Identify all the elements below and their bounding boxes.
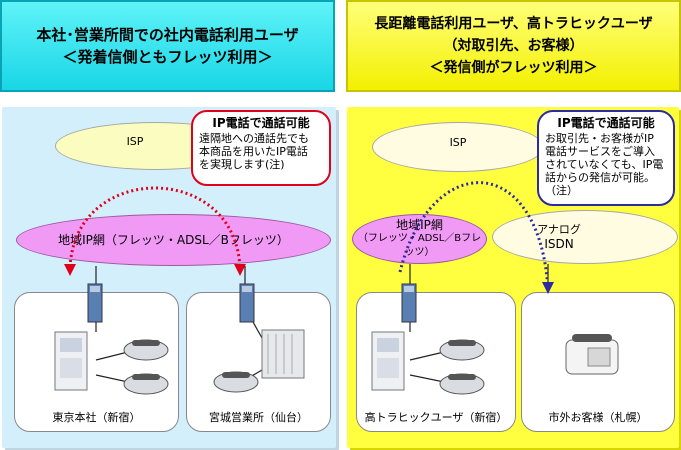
left-header-line2: ＜発着信側ともフレッツ利用＞ <box>62 46 272 68</box>
left-site1-label: 東京本社（新宿） <box>15 409 178 425</box>
left-network-label: 地域IP網（フレッツ・ADSL／Bフレッツ） <box>58 233 289 247</box>
left-isp-label: ISP <box>127 135 144 149</box>
left-header-line1: 本社･営業所間での社内電話利用ユーザ <box>36 24 298 46</box>
right-callout-title: IP電話で通話可能 <box>545 117 667 130</box>
right-isp-cloud: ISP <box>372 122 544 172</box>
analog-isdn-ellipse: アナログ ISDN <box>492 210 678 264</box>
right-site1-label: 高トラヒックユーザ（新宿） <box>357 409 515 425</box>
right-network-label2: （フレッツ・ADSL／Bフレッツ） <box>353 232 486 260</box>
right-callout-body: お取引先・お客様がIP 電話サービスをご導入 されていなくても、IP電 話からの… <box>545 132 667 197</box>
left-site-miyagi: 宮城営業所（仙台） <box>186 292 331 432</box>
left-callout-body: 遠隔地への通話先でも 本商品を用いたIP電話 を実現します(注) <box>199 132 323 171</box>
left-site-tokyo: 東京本社（新宿） <box>14 292 179 432</box>
right-header-line3: ＜発信側がフレッツ利用＞ <box>430 57 598 79</box>
right-site-customer: 市外お客様（札幌） <box>521 292 675 432</box>
right-isp-label: ISP <box>450 136 467 150</box>
right-network-ellipse: 地域IP網 （フレッツ・ADSL／Bフレッツ） <box>352 214 487 264</box>
right-network-label1: 地域IP網 <box>396 218 443 232</box>
left-header: 本社･営業所間での社内電話利用ユーザ ＜発着信側ともフレッツ利用＞ <box>0 0 335 92</box>
analog-label: アナログ <box>537 223 581 237</box>
isdn-label: ISDN <box>544 237 573 251</box>
right-header-line2: （対取引先、お客様） <box>444 35 584 57</box>
left-callout-title: IP電話で通話可能 <box>199 117 323 130</box>
left-site2-label: 宮城営業所（仙台） <box>187 409 330 425</box>
right-site2-label: 市外お客様（札幌） <box>522 409 674 425</box>
right-header-line1: 長距離電話利用ユーザ、高トラヒックユーザ <box>374 13 652 35</box>
right-site-user: 高トラヒックユーザ（新宿） <box>356 292 516 432</box>
right-callout: IP電話で通話可能 お取引先・お客様がIP 電話サービスをご導入 されていなくて… <box>537 110 675 206</box>
right-header: 長距離電話利用ユーザ、高トラヒックユーザ （対取引先、お客様） ＜発信側がフレッ… <box>346 0 681 92</box>
left-network-ellipse: 地域IP網（フレッツ・ADSL／Bフレッツ） <box>16 214 331 266</box>
left-callout: IP電話で通話可能 遠隔地への通話先でも 本商品を用いたIP電話 を実現します(… <box>191 110 331 186</box>
